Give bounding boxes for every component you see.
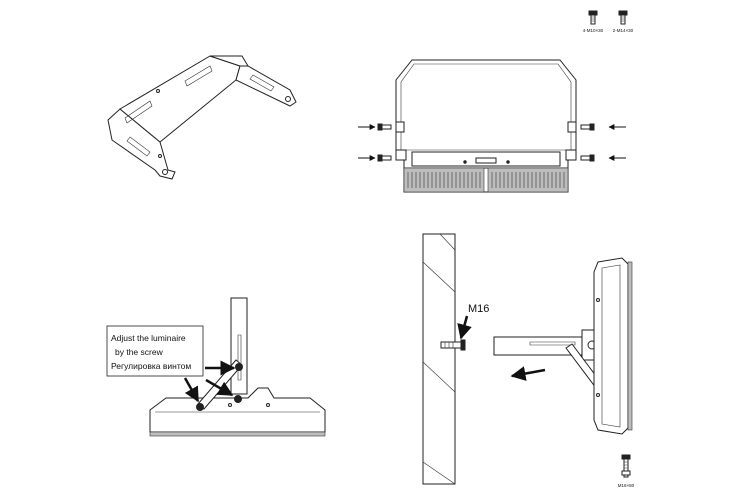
- wall-bolt-label: M16: [468, 303, 489, 315]
- screw-b-label: 2-M14×30: [613, 28, 634, 33]
- arrow-icon: [205, 378, 234, 397]
- adjust-callout: Adjust the luminaire by the screw Регули…: [106, 325, 204, 377]
- screw-a-label: 4-M10×30: [583, 28, 604, 33]
- arrow-icon: [457, 315, 472, 340]
- screw-b-icon: [618, 10, 628, 25]
- bolt-m16-label: M16×80: [618, 483, 635, 488]
- luminaire-adjust-view: [149, 297, 326, 437]
- arrow-icon: [510, 366, 546, 381]
- bolt-m16-icon: M16×80: [618, 454, 635, 488]
- callout-line-3: Регулировка винтом: [111, 361, 191, 371]
- callout-line-1: Adjust the luminaire: [111, 333, 186, 343]
- arrow-icon: [183, 377, 200, 403]
- fastener-legend: 4-M10×30 2-M14×30: [583, 10, 634, 33]
- callout-line-2: by the screw: [115, 347, 164, 357]
- wall-bolt: M16: [440, 303, 489, 351]
- luminaire-front-view: [358, 59, 626, 193]
- wall-section: [422, 233, 456, 485]
- side-screw-icon: [377, 123, 595, 162]
- u-bracket: [107, 55, 297, 180]
- screw-a-icon: [588, 10, 598, 25]
- luminaire-wall-view: [493, 257, 633, 435]
